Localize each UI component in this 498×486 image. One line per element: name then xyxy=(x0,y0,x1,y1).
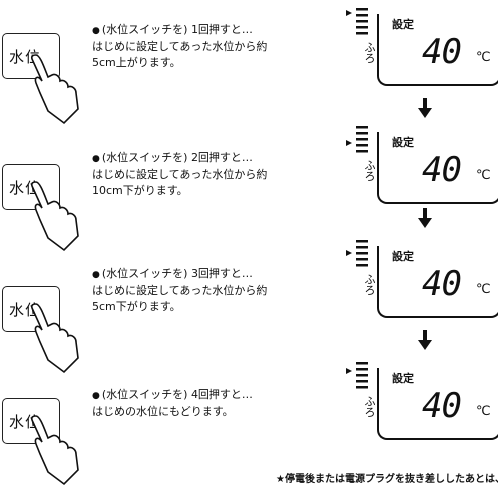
remote-display: ふろ 設定 40 ℃ xyxy=(344,122,498,214)
step-line-2: はじめに設定してあった水位から約 xyxy=(92,168,268,181)
pressing-hand-icon xyxy=(30,303,79,374)
setting-label: 設定 xyxy=(392,250,414,263)
step-description: (水位スイッチを) 4回押すと… はじめの水位にもどります。 xyxy=(92,387,322,420)
setting-label: 設定 xyxy=(392,18,414,31)
bath-label: ふろ xyxy=(364,41,376,65)
pressing-hand-icon xyxy=(30,181,79,252)
bath-label: ふろ xyxy=(364,395,376,419)
temperature-unit: ℃ xyxy=(476,168,491,183)
pressing-hand-icon xyxy=(30,415,79,486)
down-arrow-icon xyxy=(418,98,432,118)
temperature-unit: ℃ xyxy=(476,50,491,65)
down-arrow-icon xyxy=(418,208,432,228)
step-description: (水位スイッチを) 1回押すと… はじめに設定してあった水位から約 5cm上がり… xyxy=(92,22,322,71)
temperature-unit: ℃ xyxy=(476,404,491,419)
temperature-value: 40 xyxy=(422,264,462,304)
step-line-3: 5cm下がります。 xyxy=(92,300,181,313)
lcd-screen xyxy=(377,368,498,440)
temperature-unit: ℃ xyxy=(476,282,491,297)
down-arrow-icon xyxy=(418,330,432,350)
step-line-1: (水位スイッチを) 1回押すと… xyxy=(92,22,322,39)
water-level-bars-icon xyxy=(346,362,368,389)
step-line-1: (水位スイッチを) 3回押すと… xyxy=(92,266,322,283)
temperature-value: 40 xyxy=(422,32,462,72)
step-line-3: 10cm下がります。 xyxy=(92,184,188,197)
setting-label: 設定 xyxy=(392,372,414,385)
water-level-bars-icon xyxy=(346,240,368,267)
step-description: (水位スイッチを) 2回押すと… はじめに設定してあった水位から約 10cm下が… xyxy=(92,150,322,199)
step-line-3: 5cm上がります。 xyxy=(92,56,181,69)
setting-label: 設定 xyxy=(392,136,414,149)
remote-display: ふろ 設定 40 ℃ xyxy=(344,358,498,450)
lcd-screen xyxy=(377,132,498,204)
water-level-bars-icon xyxy=(346,8,368,35)
lcd-screen xyxy=(377,14,498,86)
remote-display: ふろ 設定 40 ℃ xyxy=(344,4,498,96)
step-line-2: はじめに設定してあった水位から約 xyxy=(92,40,268,53)
remote-display: ふろ 設定 40 ℃ xyxy=(344,236,498,328)
pressing-hand-icon xyxy=(30,54,79,125)
step-line-1: (水位スイッチを) 4回押すと… xyxy=(92,387,322,404)
step-line-1: (水位スイッチを) 2回押すと… xyxy=(92,150,322,167)
bath-label: ふろ xyxy=(364,273,376,297)
bath-label: ふろ xyxy=(364,159,376,183)
step-description: (水位スイッチを) 3回押すと… はじめに設定してあった水位から約 5cm下がり… xyxy=(92,266,322,315)
temperature-value: 40 xyxy=(422,150,462,190)
step-line-2: はじめに設定してあった水位から約 xyxy=(92,284,268,297)
lcd-screen xyxy=(377,246,498,318)
footnote: ★停電後または電源プラグを抜き差ししたあとは、 xyxy=(276,474,498,485)
water-level-bars-icon xyxy=(346,126,368,153)
water-level-button[interactable]: 水位 xyxy=(2,33,60,79)
step-line-2: はじめの水位にもどります。 xyxy=(92,405,234,418)
temperature-value: 40 xyxy=(422,386,462,426)
